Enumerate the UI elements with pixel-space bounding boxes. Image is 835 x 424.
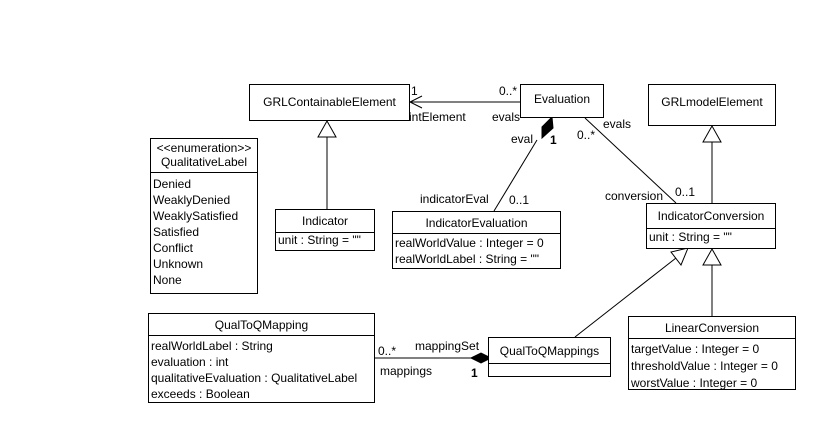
class-attribute: unit : String = "" [278, 233, 361, 247]
class-attribute: realWorldValue : Integer = 0 [395, 236, 544, 250]
class-attribute: realWorldLabel : String = "" [395, 252, 540, 266]
class-attribute: qualitativeEvaluation : QualitativeLabel [151, 371, 358, 385]
class-indicator-evaluation[interactable]: IndicatorEvaluation realWorldValue : Int… [392, 211, 561, 269]
class-attributes: realWorldLabel : String evaluation : int… [149, 335, 374, 402]
class-name: Evaluation [533, 92, 591, 106]
class-attribute: thresholdValue : Integer = 0 [631, 359, 778, 373]
gen-qualtoqmappings-indicatorconversion [574, 257, 677, 338]
class-attributes: targetValue : Integer = 0 thresholdValue… [629, 338, 795, 392]
role-eval: eval [511, 132, 534, 146]
assoc-evaluation-indicatorconversion [584, 117, 677, 204]
mult-indicatoreval: 0..1 [509, 193, 530, 207]
class-name: QualToQMappings [499, 344, 600, 358]
mult-conversion: 0..1 [675, 185, 696, 199]
class-name: IndicatorEvaluation [425, 216, 528, 230]
class-evaluation[interactable]: Evaluation [520, 84, 604, 118]
mult-evals-conversion: 0..* [577, 128, 596, 142]
class-indicator[interactable]: Indicator unit : String = "" [275, 209, 375, 251]
role-evals-conversion: evals [603, 117, 632, 131]
gen-triangle-indicatorconversion [702, 124, 722, 143]
enum-literal: Conflict [153, 241, 194, 255]
class-qual-to-q-mapping[interactable]: QualToQMapping realWorldLabel : String e… [148, 313, 375, 403]
mult-evaluation-many: 0..* [499, 84, 518, 98]
assoc-arrowhead [408, 95, 423, 109]
enum-stereotype: <<enumeration>> [156, 141, 252, 155]
enum-literal: Unknown [153, 257, 204, 271]
class-grl-model-element[interactable]: GRLmodelElement [648, 84, 776, 126]
role-indicatoreval: indicatorEval [420, 192, 489, 206]
gen-triangle-qualtoqmappings [670, 247, 689, 266]
enum-literal: Satisfied [153, 225, 200, 239]
class-attribute: worstValue : Integer = 0 [631, 376, 758, 390]
class-qual-to-q-mappings[interactable]: QualToQMappings [488, 337, 611, 377]
enum-literal: None [153, 273, 182, 287]
class-attributes [489, 363, 610, 364]
comp-evaluation-indicatorevaluation [493, 139, 538, 212]
mult-mappingset-one: 1 [471, 366, 478, 380]
mult-mappings-many: 0..* [378, 344, 397, 358]
role-conversion: conversion [605, 189, 664, 203]
mult-grl-one: 1 [411, 84, 418, 98]
enum-literal: WeaklyDenied [153, 193, 231, 207]
class-attributes: unit : String = "" [276, 232, 374, 249]
class-name: IndicatorConversion [657, 209, 765, 223]
class-attribute: targetValue : Integer = 0 [631, 342, 760, 356]
enum-literal: WeaklySatisfied [153, 209, 239, 223]
class-indicator-conversion[interactable]: IndicatorConversion unit : String = "" [646, 203, 776, 249]
class-name: Indicator [301, 214, 349, 228]
class-name: LinearConversion [664, 321, 760, 335]
class-attribute: realWorldLabel : String [151, 339, 273, 353]
enum-name: QualitativeLabel [160, 155, 248, 169]
gen-triangle-indicator [317, 119, 337, 138]
role-mappings: mappings [380, 364, 433, 378]
class-attributes: unit : String = "" [647, 228, 775, 246]
mult-eval-one: 1 [550, 133, 557, 147]
class-attributes: realWorldValue : Integer = 0 realWorldLa… [393, 233, 560, 267]
class-name: QualToQMapping [214, 318, 309, 332]
role-mappingset: mappingSet [415, 339, 480, 353]
class-name: GRLContainableElement [263, 95, 396, 109]
comp-diamond-evaluation [541, 115, 554, 140]
role-evals: evals [492, 110, 521, 124]
enum-qualitative-label[interactable]: <<enumeration>> QualitativeLabel Denied … [150, 138, 258, 294]
enum-literals: Denied WeaklyDenied WeaklySatisfied Sati… [151, 172, 257, 288]
class-linear-conversion[interactable]: LinearConversion targetValue : Integer =… [628, 316, 796, 390]
gen-triangle-linear [702, 247, 722, 266]
role-intelement: intElement [409, 110, 466, 124]
class-attribute: evaluation : int [151, 355, 229, 369]
class-name: GRLmodelElement [661, 95, 763, 109]
class-grl-containable-element[interactable]: GRLContainableElement [249, 84, 410, 121]
class-attribute: exceeds : Boolean [151, 387, 250, 401]
enum-literal: Denied [153, 177, 192, 191]
class-attribute: unit : String = "" [649, 230, 732, 244]
